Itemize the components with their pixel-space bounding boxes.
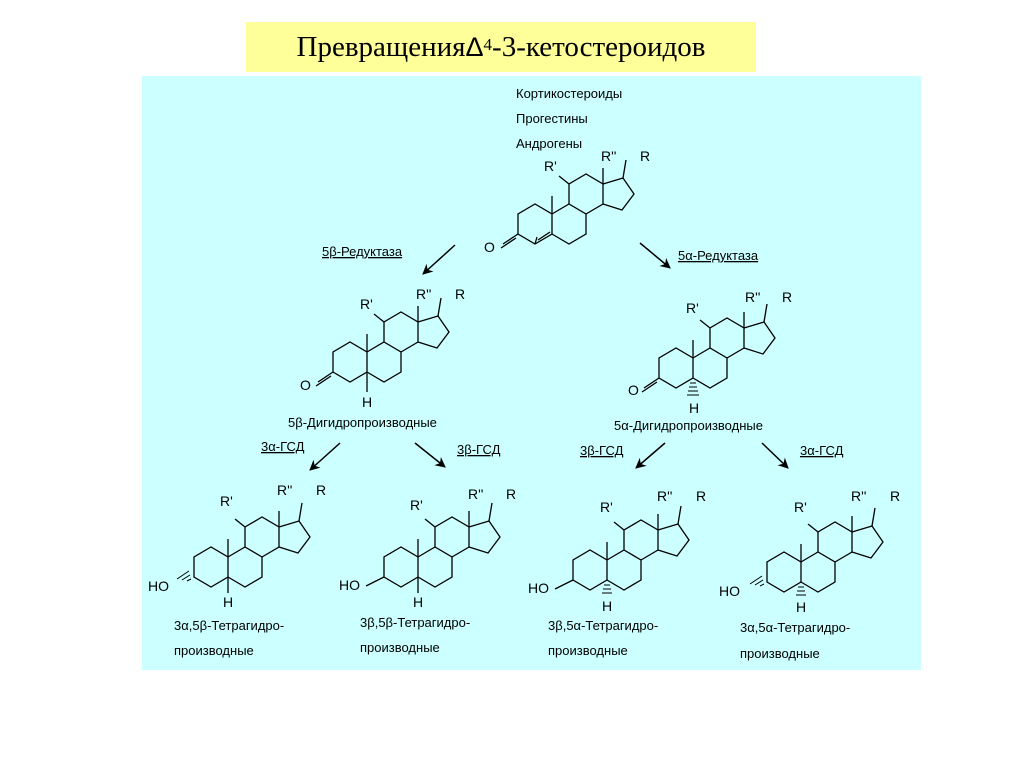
arrow-3a-hsd-right bbox=[761, 442, 789, 469]
enzyme-3b-hsd-right: 3β-ГСД bbox=[580, 443, 624, 458]
enzyme-5a-reductase: 5α-Редуктаза bbox=[678, 248, 759, 263]
atom-r-prime: R' bbox=[220, 493, 233, 509]
atom-r-prime: R' bbox=[410, 497, 423, 513]
atom-r: R bbox=[696, 488, 706, 504]
source-corticosteroids: Кортикостероиды bbox=[516, 86, 622, 101]
source-progestins: Прогестины bbox=[516, 111, 588, 126]
title-delta: Δ bbox=[465, 31, 484, 62]
arrow-5a-reductase bbox=[639, 242, 671, 269]
atom-hydroxy: HO bbox=[528, 580, 549, 596]
atom-r-prime: R' bbox=[794, 499, 807, 515]
atom-r: R bbox=[455, 286, 465, 302]
product-4-line2: производные bbox=[740, 646, 820, 661]
atom-hydroxy: HO bbox=[339, 577, 360, 593]
enzyme-3b-hsd-left: 3β-ГСД bbox=[457, 442, 501, 457]
molecule-3a5a-tetrahydro: HO H R' R'' R bbox=[719, 488, 900, 615]
atom-hydrogen: H bbox=[413, 594, 423, 610]
atom-r-double-prime: R'' bbox=[416, 286, 431, 302]
atom-oxo: O bbox=[628, 382, 639, 398]
arrow-3b-hsd-left bbox=[414, 442, 446, 468]
molecule-3b5b-tetrahydro: HO H R' R'' R bbox=[339, 486, 516, 610]
atom-r-prime: R' bbox=[544, 158, 557, 174]
atom-r: R bbox=[782, 289, 792, 305]
atom-r-double-prime: R'' bbox=[601, 148, 616, 164]
atom-r-double-prime: R'' bbox=[657, 488, 672, 504]
molecule-delta4-ketosteroid: O R' R'' R bbox=[484, 148, 650, 255]
arrow-5b-reductase bbox=[422, 244, 456, 275]
molecule-5b-dihydro: O H R' R'' R bbox=[300, 286, 465, 410]
title-prefix: Превращения bbox=[296, 30, 466, 63]
atom-hydrogen: H bbox=[602, 598, 612, 614]
product-1-line2: производные bbox=[174, 643, 254, 658]
atom-hydrogen: H bbox=[362, 394, 372, 410]
product-2-line2: производные bbox=[360, 640, 440, 655]
title-suffix: -3-кетостероидов bbox=[492, 30, 706, 63]
atom-r-double-prime: R'' bbox=[745, 289, 760, 305]
atom-r-double-prime: R'' bbox=[277, 482, 292, 498]
atom-r-double-prime: R'' bbox=[851, 488, 866, 504]
atom-hydrogen: H bbox=[689, 400, 699, 416]
diagram-panel bbox=[142, 76, 921, 670]
molecule-3a5b-tetrahydro: HO H R' R'' R bbox=[148, 482, 326, 610]
enzyme-3a-hsd-left: 3α-ГСД bbox=[261, 439, 305, 454]
product-2-line1: 3β,5β-Тетрагидро- bbox=[360, 615, 470, 630]
atom-r: R bbox=[316, 482, 326, 498]
label-5b-dihydro: 5β-Дигидропроизводные bbox=[288, 415, 437, 430]
atom-r: R bbox=[506, 486, 516, 502]
atom-hydrogen: H bbox=[223, 594, 233, 610]
atom-hydroxy: HO bbox=[148, 578, 169, 594]
product-1-line1: 3α,5β-Тетрагидро- bbox=[174, 618, 284, 633]
atom-hydrogen: H bbox=[796, 599, 806, 615]
molecule-5a-dihydro: O H R' R'' R bbox=[628, 289, 792, 416]
atom-hydroxy: HO bbox=[719, 583, 740, 599]
atom-r-prime: R' bbox=[600, 499, 613, 515]
product-3-line1: 3β,5α-Тетрагидро- bbox=[548, 618, 658, 633]
atom-r-prime: R' bbox=[360, 296, 373, 312]
enzyme-5b-reductase: 5β-Редуктаза bbox=[322, 244, 403, 259]
arrow-3b-hsd-right bbox=[635, 442, 666, 469]
product-4-line1: 3α,5α-Тетрагидро- bbox=[740, 620, 850, 635]
enzyme-3a-hsd-right: 3α-ГСД bbox=[800, 443, 844, 458]
title-superscript: 4 bbox=[483, 35, 493, 54]
atom-r-double-prime: R'' bbox=[468, 486, 483, 502]
label-5a-dihydro: 5α-Дигидропроизводные bbox=[614, 418, 763, 433]
product-3-line2: производные bbox=[548, 643, 628, 658]
atom-oxo: O bbox=[300, 377, 311, 393]
source-androgens: Андрогены bbox=[516, 136, 582, 151]
atom-r-prime: R' bbox=[686, 300, 699, 316]
atom-r: R bbox=[890, 488, 900, 504]
molecule-3b5a-tetrahydro: HO H R' R'' R bbox=[528, 488, 706, 614]
atom-r: R bbox=[640, 148, 650, 164]
atom-oxo: O bbox=[484, 239, 495, 255]
arrow-3a-hsd-left bbox=[309, 442, 341, 471]
